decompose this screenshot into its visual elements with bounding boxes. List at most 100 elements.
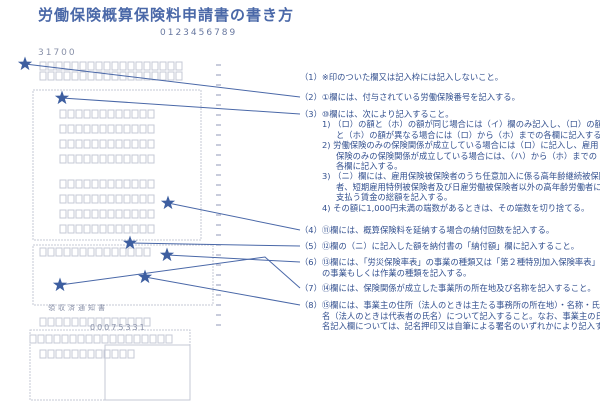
- form-digit-box: [59, 209, 67, 219]
- form-digit-box: [59, 194, 67, 204]
- form-digit-box: [135, 317, 143, 327]
- form-digit-box: [63, 317, 71, 327]
- form-digit-box: [67, 124, 75, 134]
- form-digit-box: [63, 349, 71, 359]
- form-digit-box: [99, 139, 107, 149]
- form-digit-box: [133, 334, 141, 344]
- form-digit-box: [71, 247, 79, 257]
- leader-line: [129, 242, 301, 247]
- form-number-row: 0123456789: [160, 28, 238, 38]
- form-digit-box: [75, 154, 83, 164]
- form-digit-box: [71, 349, 79, 359]
- form-digit-box: [165, 334, 173, 344]
- form-digit-box: [59, 124, 67, 134]
- form-digit-box: [87, 349, 95, 359]
- form-digit-box: [59, 154, 67, 164]
- form-digit-box: [99, 179, 107, 189]
- form-digit-box: [167, 61, 175, 71]
- form-digit-box: [55, 247, 63, 257]
- form-digit-box: [131, 139, 139, 149]
- form-digit-box: [103, 71, 111, 81]
- form-digit-box: [139, 224, 147, 234]
- form-digit-box: [123, 179, 131, 189]
- form-digit-box: [115, 124, 123, 134]
- form-digit-box: [45, 334, 53, 344]
- form-digit-box: [139, 179, 147, 189]
- form-digit-box: [139, 124, 147, 134]
- form-digit-box: [135, 247, 143, 257]
- form-digit-box: [47, 71, 55, 81]
- form-digit-box: [95, 349, 103, 359]
- form-digit-box: [123, 109, 131, 119]
- star-marker-icon: [137, 269, 153, 284]
- form-digit-box: [139, 209, 147, 219]
- form-digit-box: [67, 154, 75, 164]
- form-digit-box: [151, 61, 159, 71]
- form-digit-box: [139, 154, 147, 164]
- form-digit-box: [115, 109, 123, 119]
- form-digit-box: [87, 61, 95, 71]
- form-digit-box: [131, 109, 139, 119]
- form-digit-box: [83, 139, 91, 149]
- form-digit-box: [99, 124, 107, 134]
- form-digit-box: [119, 317, 127, 327]
- form-digit-box: [131, 224, 139, 234]
- form-digit-box: [103, 349, 111, 359]
- form-digit-box: [175, 61, 183, 71]
- form-digit-box: [63, 247, 71, 257]
- form-digit-box: [87, 71, 95, 81]
- form-digit-box: [79, 61, 87, 71]
- form-digit-box: [67, 179, 75, 189]
- form-digit-box: [37, 334, 45, 344]
- form-digit-box: [141, 334, 149, 344]
- form-digit-box: [93, 334, 101, 344]
- form-digit-box: [147, 209, 155, 219]
- form-receipt-box: [104, 344, 191, 401]
- form-digit-box: [91, 224, 99, 234]
- form-digit-box: [127, 349, 135, 359]
- star-marker-icon: [54, 90, 70, 105]
- leader-line: [144, 276, 301, 306]
- form-digit-box: [55, 71, 63, 81]
- form-digit-box: [59, 179, 67, 189]
- form-digit-box: [107, 224, 115, 234]
- form-digit-box: [117, 334, 125, 344]
- form-digit-box: [63, 61, 71, 71]
- form-digit-box: [115, 179, 123, 189]
- subitem-4: 4) その額に1,000円未満の端数があるときは、その端数を切り捨てる。: [322, 203, 590, 213]
- form-digit-box: [83, 194, 91, 204]
- form-code: 31700: [38, 48, 77, 58]
- form-digit-box: [111, 71, 119, 81]
- form-digit-box: [75, 124, 83, 134]
- form-digit-box: [115, 139, 123, 149]
- form-digit-box: [103, 317, 111, 327]
- form-digit-box: [95, 317, 103, 327]
- form-digit-box: [111, 317, 119, 327]
- instruction-6: （6）⑬欄には、「労災保険率表」の事業の種類又は「第２種特別加入保険率表」の事業…: [300, 257, 600, 278]
- form-digit-box: [119, 247, 127, 257]
- form-digit-box: [131, 124, 139, 134]
- form-digit-box: [127, 61, 135, 71]
- form-digit-box: [29, 334, 37, 344]
- instruction-7: （7）⑭欄には、保険関係が成立した事業所の所在地及び名称を記入すること。: [300, 283, 596, 293]
- form-digit-box: [125, 334, 133, 344]
- form-digit-box: [107, 139, 115, 149]
- form-digit-box: [63, 71, 71, 81]
- leader-line: [59, 256, 301, 289]
- form-digit-box: [61, 334, 69, 344]
- form-digit-box: [69, 334, 77, 344]
- star-marker-icon: [160, 195, 176, 210]
- leader-line: [167, 202, 301, 231]
- form-digit-box: [109, 334, 117, 344]
- instruction-2: （2）①欄には、付与されている労働保険番号を記入する。: [300, 92, 520, 102]
- form-digit-box: [47, 349, 55, 359]
- instruction-4: （4）⑪欄には、概算保険料を延納する場合の納付回数を記入する。: [300, 225, 555, 235]
- form-digit-box: [149, 334, 157, 344]
- form-digit-box: [127, 247, 135, 257]
- form-digit-box: [139, 194, 147, 204]
- star-marker-icon: [52, 277, 68, 292]
- form-digit-box: [159, 61, 167, 71]
- form-digit-box: [143, 247, 151, 257]
- form-digit-box: [107, 194, 115, 204]
- form-digit-box: [83, 154, 91, 164]
